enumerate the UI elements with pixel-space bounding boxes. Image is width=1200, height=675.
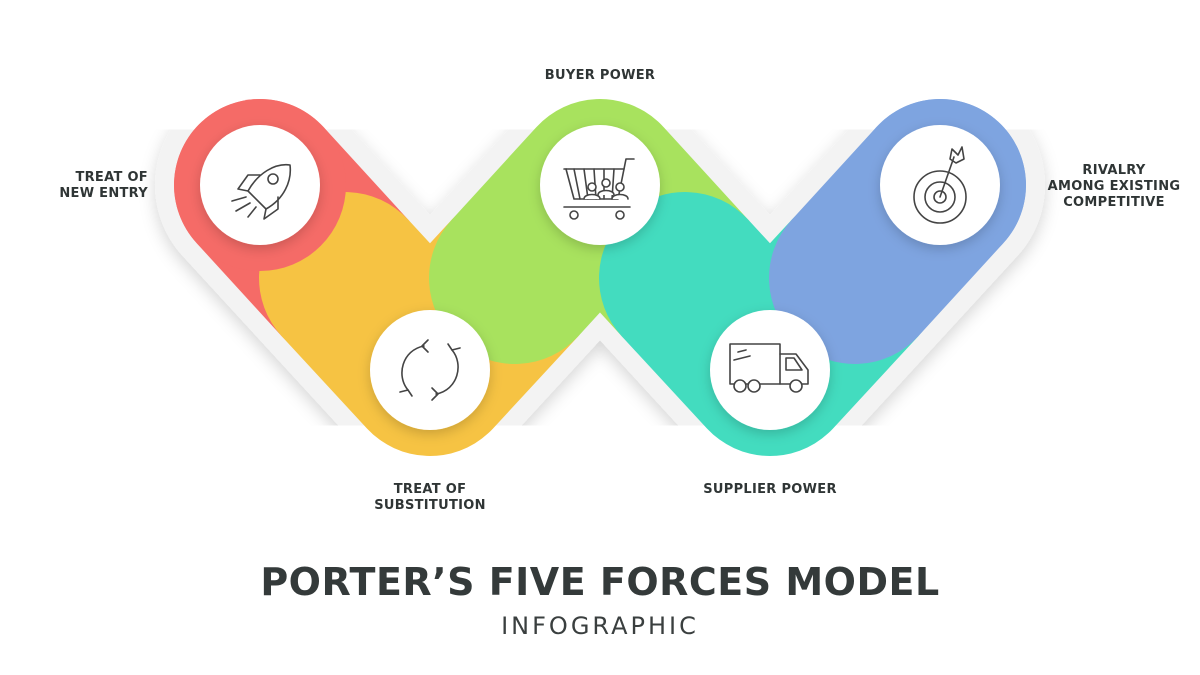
page-title: PORTER’S FIVE FORCES MODEL [260, 560, 940, 604]
target-arrow-icon [913, 146, 967, 224]
rocket-icon [231, 164, 292, 220]
label-new-entry: TREAT OF NEW ENTRY [59, 170, 148, 201]
label-substitution: TREAT OF SUBSTITUTION [374, 482, 486, 513]
shopping-cart-people-icon [563, 158, 635, 220]
node-circle-new-entry [200, 125, 320, 245]
page-subtitle: INFOGRAPHIC [501, 612, 699, 640]
node-circle-buyer [540, 125, 660, 245]
refresh-arrows-icon [399, 339, 461, 401]
node-circle-rivalry [880, 125, 1000, 245]
label-supplier-power: SUPPLIER POWER [703, 482, 837, 497]
delivery-truck-icon [729, 343, 809, 393]
label-buyer-power: BUYER POWER [544, 68, 656, 83]
node-circle-supplier [710, 310, 830, 430]
label-rivalry: RIVALRY AMONG EXISTING COMPETITIVE [1047, 163, 1181, 210]
node-circle-substitution [370, 310, 490, 430]
